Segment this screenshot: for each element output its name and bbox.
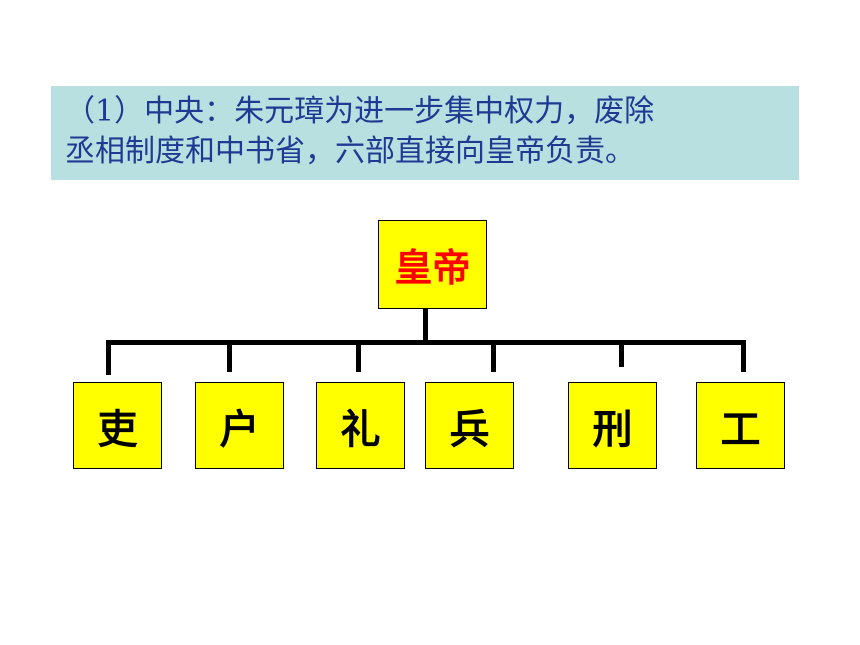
ministry-box-rites: 礼 [316,382,405,469]
ministry-label: 户 [219,406,260,453]
horizontal-connector-bar [106,340,746,345]
caption-line-2: 丞相制度和中书省，六部直接向皇帝负责。 [65,134,635,169]
caption-line-1: （1）中央：朱元璋为进一步集中权力，废除 [65,94,655,129]
ministry-label: 礼 [340,406,381,453]
root-connector-line [423,309,428,344]
branch-line-6 [741,340,746,372]
branch-line-3 [356,340,361,372]
emperor-box: 皇帝 [378,220,487,309]
ministry-box-war: 兵 [425,382,514,469]
branch-line-2 [227,340,232,372]
ministry-box-personnel: 吏 [73,382,162,469]
branch-line-4 [491,340,496,372]
branch-line-5 [619,340,624,367]
ministry-label: 工 [720,406,761,453]
ministry-label: 刑 [592,406,633,453]
ministry-label: 吏 [97,406,138,453]
branch-line-1 [106,340,111,375]
emperor-label: 皇帝 [394,246,471,290]
caption-panel: （1）中央：朱元璋为进一步集中权力，废除 丞相制度和中书省，六部直接向皇帝负责。 [51,86,799,180]
ministry-box-revenue: 户 [195,382,284,469]
ministry-box-justice: 刑 [568,382,657,469]
ministry-box-works: 工 [696,382,785,469]
ministry-label: 兵 [449,406,490,453]
